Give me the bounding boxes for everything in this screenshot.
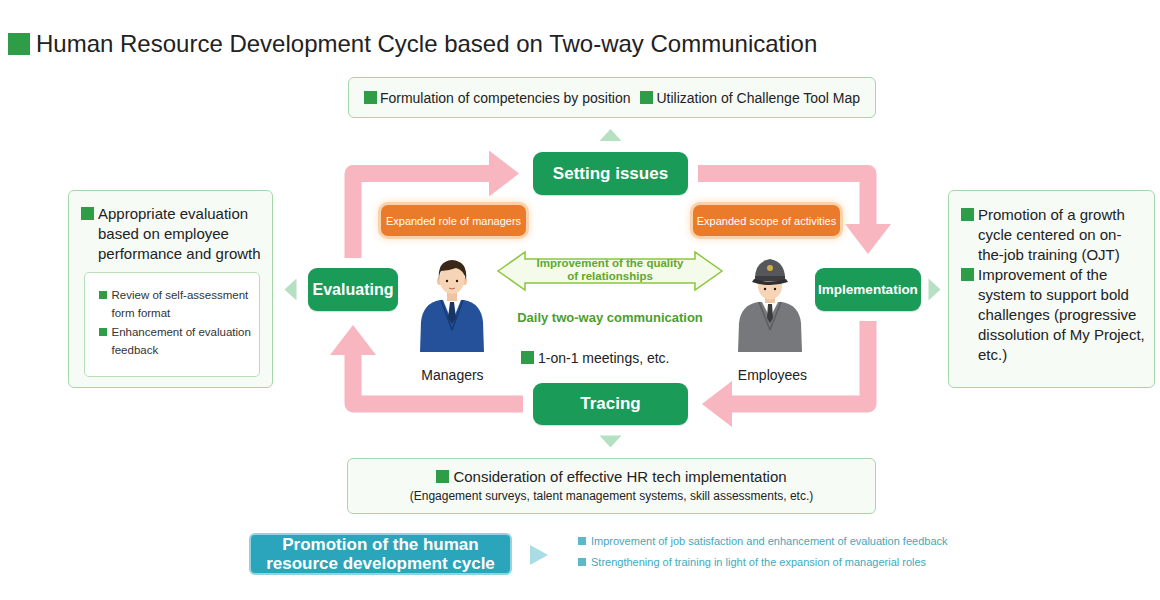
node-text: Evaluating <box>313 281 394 299</box>
cycle-arrow <box>730 321 868 404</box>
promotion-box: Promotion of the human resource developm… <box>249 533 512 575</box>
manager-figure <box>420 260 484 352</box>
manager-suit <box>420 300 484 352</box>
person-label: Managers <box>405 366 500 384</box>
node-text: Expanded scope of activities <box>697 215 836 227</box>
node-text: Improvement of the system to support bol… <box>961 265 1146 365</box>
communication-label: Daily two-way communication <box>505 310 715 326</box>
node-text: Setting issues <box>553 164 668 184</box>
pointer-triangle <box>600 129 622 141</box>
meeting-label: 1-on-1 meetings, etc. <box>521 349 728 367</box>
promotion-note: Improvement of job satisfaction and enha… <box>578 534 1011 548</box>
evaluation-detail-box: Review of self-assessment form formatEnh… <box>84 272 260 377</box>
manager-eye <box>446 280 448 282</box>
manager-mouth <box>449 288 455 289</box>
promotion-pointer <box>530 545 548 565</box>
promotion-note: Strengthening of training in light of th… <box>578 555 1011 569</box>
employee-eye <box>764 288 766 290</box>
stage-box: Implementation <box>815 268 921 311</box>
role-pill: Expanded role of managers <box>381 205 526 236</box>
employee-cap <box>755 259 785 281</box>
role-pill: Expanded scope of activities <box>693 205 840 236</box>
node-text: (Engagement surveys, talent management s… <box>348 487 875 505</box>
employee-lapels <box>759 302 781 330</box>
person-label: Employees <box>725 366 820 384</box>
stage-box: Evaluating <box>308 268 398 311</box>
employee-tie <box>767 304 773 323</box>
pointer-triangle <box>285 279 297 301</box>
node-text: Implementation <box>818 282 918 297</box>
node-text: Utilization of Challenge Tool Map <box>640 89 860 107</box>
implementation-box: Promotion of a growth cycle centered on … <box>948 190 1155 388</box>
node-text: Enhancement of evaluation feedback <box>99 323 255 360</box>
node-text: Appropriate evaluation based on employee… <box>81 204 264 264</box>
stage-box: Tracing <box>533 383 688 425</box>
employee-cap-badge <box>767 265 773 271</box>
diagram-title: Human Resource Development Cycle based o… <box>8 30 817 58</box>
employee-cap-brim <box>752 279 788 285</box>
employee-uniform <box>738 302 802 352</box>
cycle-arrow <box>353 353 523 404</box>
node-text: Promotion of a growth cycle centered on … <box>961 205 1146 265</box>
evaluation-box: Appropriate evaluation based on employee… <box>68 190 273 388</box>
manager-eye <box>456 280 458 282</box>
manager-hair <box>439 260 466 280</box>
hrtech-box: Consideration of effective HR tech imple… <box>347 458 876 514</box>
node-text: Promotion of the human resource developm… <box>251 535 510 573</box>
stage-box: Setting issues <box>533 152 688 195</box>
pointer-triangle <box>929 279 941 301</box>
employee-eye <box>774 288 776 290</box>
employee-cap-band <box>755 276 785 281</box>
manager-lapels <box>441 300 463 330</box>
node-text: Tracing <box>580 394 640 414</box>
employee-figure <box>738 259 802 352</box>
node-text: Expanded role of managers <box>386 215 521 227</box>
node-text: Formulation of competencies by position <box>364 89 631 107</box>
competency-box: Formulation of competencies by position U… <box>348 77 876 118</box>
pointer-triangle <box>600 436 622 448</box>
node-text: Review of self-assessment form format <box>99 286 255 323</box>
relationship-label: Improvement of the quality of relationsh… <box>533 257 688 283</box>
node-text: Consideration of effective HR tech imple… <box>436 467 786 487</box>
relationship-double-arrow <box>498 252 722 290</box>
